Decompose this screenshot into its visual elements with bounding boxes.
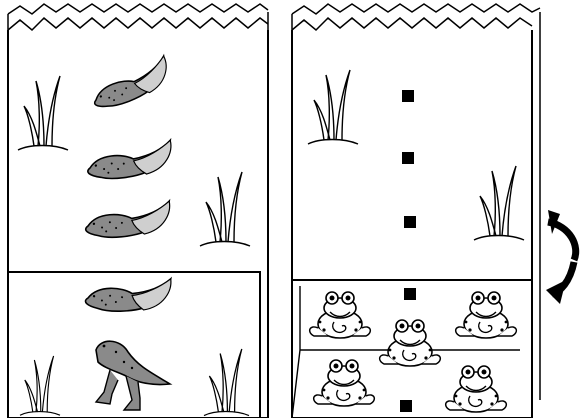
rotate-arrow-icon (546, 210, 576, 304)
marker-icon (404, 216, 416, 228)
marker-icon (400, 400, 412, 412)
right-panel (292, 4, 540, 418)
marker-icon (402, 90, 414, 102)
marker-icon (404, 288, 416, 300)
left-panel (8, 4, 268, 418)
marker-icon (402, 152, 414, 164)
